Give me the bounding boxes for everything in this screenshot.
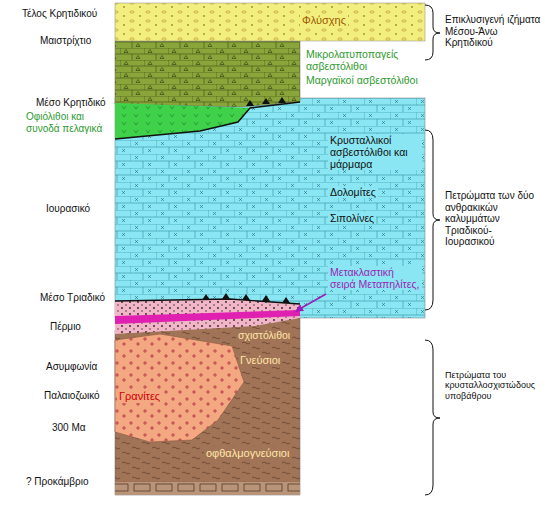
rock-label: Δολομίτες	[328, 186, 378, 198]
rock-label: οφθαλμογνεύσιοι	[204, 447, 291, 460]
age-label: 300 Μα	[50, 422, 88, 434]
basement-layer: σχιστόλιθοιΓνεύσιοι οφθαλμογνεύσιοι Γρανίτ…	[115, 318, 300, 495]
age-label: Ασυμφωνία	[44, 361, 99, 373]
rock-label: Γνεύσιοι	[238, 354, 282, 367]
age-label: Μικρολατυποπαγείς ασβεστόλιθοι	[304, 48, 424, 72]
age-label: Πέρμιο	[48, 321, 83, 333]
thrust-tooth	[222, 293, 230, 299]
group-note: Επικλυσιγενή ιζήματα Μέσου-Άνω Κρητιδικο…	[443, 14, 543, 49]
thrust-tooth	[278, 97, 286, 103]
thrust-tooth	[282, 297, 290, 303]
leader-arrow	[296, 294, 326, 311]
age-label: Μαργαϊκοί ασβεστόλιθοι	[304, 74, 420, 86]
age-label: Μετακλαστική σειρά Μεταπηλίτες,	[328, 266, 422, 290]
age-label: Οφιόλιθοι και συνοδά πελαγικά	[24, 111, 113, 134]
thrust-tooth	[262, 295, 270, 301]
flysch-layer: Φλύσχης	[115, 3, 425, 41]
ophiolite-layer	[115, 103, 250, 139]
thrust-tooth	[262, 98, 270, 104]
basement-bottom	[115, 482, 300, 495]
age-label: Μέσο Τριαδικό	[38, 292, 107, 304]
age-label: Ιουρασικό	[44, 203, 92, 215]
rock-label: Κρυσταλλικοί ασβεστόλιθοι και μάρμαρα	[328, 134, 422, 170]
age-label: Παλαιοζωικό	[42, 390, 102, 402]
rock-label: Σιπολίνες	[328, 212, 376, 224]
thrust-tooth	[246, 100, 254, 106]
rock-label: σχιστόλιθοι	[236, 329, 292, 341]
carbonate-nappe	[115, 98, 425, 318]
thrust-tooth	[202, 294, 210, 300]
thrust-line	[115, 102, 300, 139]
bracket	[425, 5, 440, 60]
bracket	[425, 130, 440, 310]
thrust-teeth	[202, 97, 290, 303]
flysch-layer	[115, 3, 425, 41]
limestone-layer	[115, 41, 300, 107]
thrust-tooth	[242, 294, 250, 300]
metapelite-band	[115, 310, 300, 324]
rock-label: Φλύσχης	[300, 14, 348, 27]
rock-label: Γρανίτες	[117, 390, 162, 403]
age-label: Μέσο Κρητιδικό	[34, 97, 108, 109]
group-note: Πετρώματα των δύο ανθρακικών καλυμμάτων …	[443, 190, 543, 248]
age-label: Μαιστρίχτιο	[38, 35, 93, 47]
basement-layer	[115, 318, 300, 495]
age-label: ? Προκάμβριο	[24, 476, 90, 488]
bracket	[425, 340, 440, 495]
group-note: Πετρώματα του κρυσταλλοσχιστώδους υποβάθ…	[443, 370, 543, 401]
age-label: Τέλος Κρητιδικού	[20, 8, 99, 20]
granite-body	[115, 334, 244, 442]
granite-body: Γρανίτες	[115, 334, 245, 442]
